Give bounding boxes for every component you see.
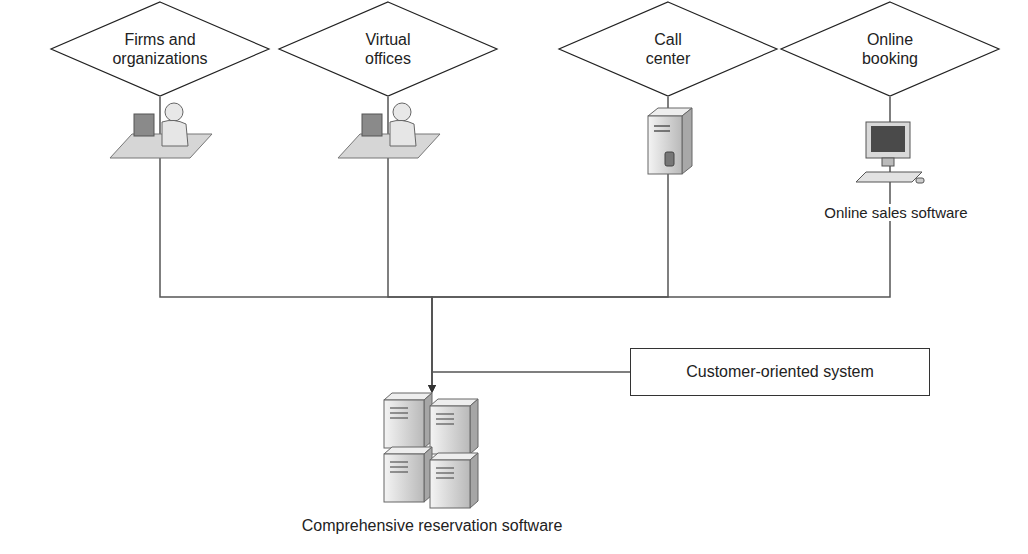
node-text: Virtual offices [352,30,424,68]
channel-diamond: Call center [558,1,778,97]
operator-desk-icon [338,103,440,158]
channel-diamond: Online booking [780,1,1000,97]
icon-caption: Online sales software [821,204,970,221]
server-node: Comprehensive reservation software [302,392,563,535]
node-text: Firms and organizations [105,30,215,68]
server-stack-icon [384,393,478,508]
server-icon [380,392,484,510]
channel-diamond: Virtual offices [278,1,498,97]
operator-desk-icon [110,103,212,158]
diamond-outline [278,1,498,97]
node-text: Call center [638,30,698,68]
node-text: Customer-oriented system [686,362,874,381]
diamond-outline [780,1,1000,97]
diamond-outline [50,1,270,97]
node-text: Online booking [850,30,930,68]
channel-diamond: Firms and organizations [50,1,270,97]
diamond-outline [558,1,778,97]
computer-icon [856,122,924,183]
node-text: Comprehensive reservation software [302,516,563,535]
connector-line [432,372,630,392]
call-server-icon [648,108,692,174]
system-box: Customer-oriented system [630,348,930,396]
